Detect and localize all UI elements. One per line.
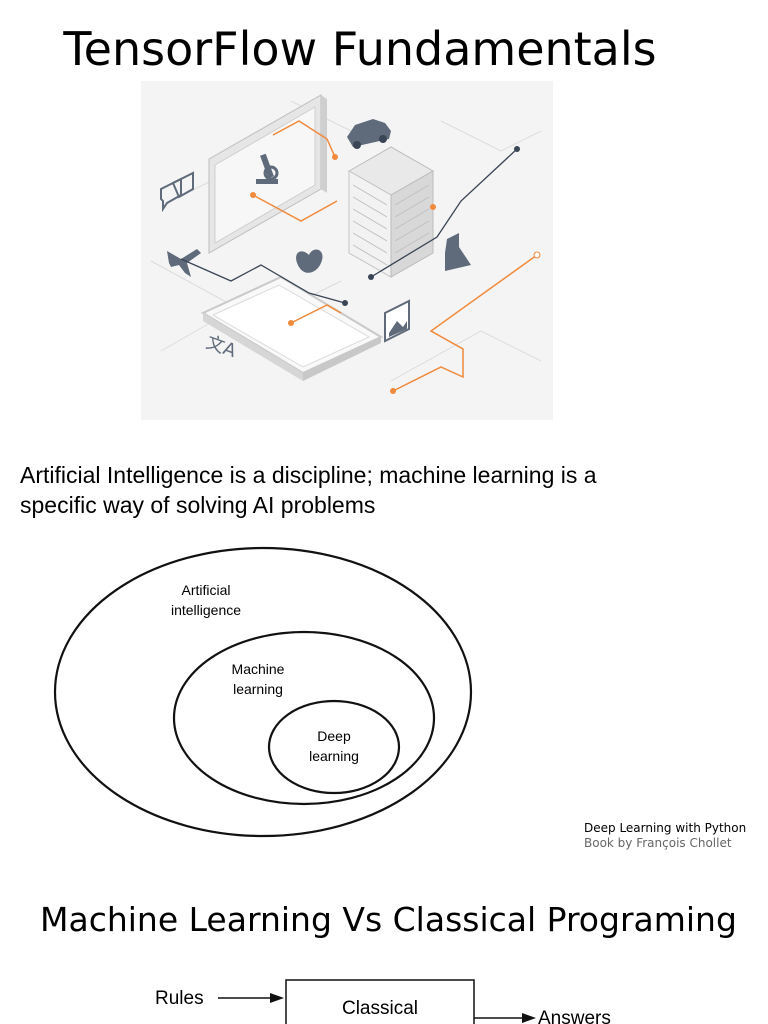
classical-label: Classical: [342, 998, 418, 1019]
leaf-icon: [296, 249, 323, 273]
page-title: TensorFlow Fundamentals: [63, 22, 657, 76]
answers-label: Answers: [538, 1008, 611, 1024]
dl-label-line1: Deep: [317, 728, 351, 744]
chat-icon: [160, 171, 194, 213]
airplane-icon: [167, 249, 201, 277]
intro-paragraph: Artificial Intelligence is a discipline;…: [20, 462, 597, 518]
ml-ellipse: [172, 630, 436, 806]
ai-label-line1: Artificial: [181, 582, 230, 598]
ai-label-line2: intelligence: [171, 602, 241, 618]
car-icon: [347, 119, 391, 149]
dl-ellipse: [267, 699, 401, 795]
citation: Deep Learning with Python Book by Franço…: [584, 821, 764, 851]
dl-label-line2: learning: [309, 748, 359, 764]
citation-subtitle: Book by François Chollet: [584, 836, 732, 850]
flask-icon: [445, 233, 471, 271]
classical-box: [285, 979, 475, 1024]
ml-label-line1: Machine: [232, 661, 285, 677]
citation-title: Deep Learning with Python: [584, 821, 747, 835]
image-icon: [384, 299, 410, 343]
ml-label-line2: learning: [233, 681, 283, 697]
microscope-icon: [256, 153, 279, 184]
ml-applications-illustration: 文A: [141, 81, 553, 420]
section-title: Machine Learning Vs Classical Programing: [40, 900, 737, 939]
ai-ml-dl-diagram: Artificial intelligence Machine learning…: [53, 546, 473, 838]
classical-programming-diagram: Rules Classical Answers: [155, 979, 611, 1024]
rules-label: Rules: [155, 988, 204, 1009]
ai-ellipse: [53, 546, 473, 838]
